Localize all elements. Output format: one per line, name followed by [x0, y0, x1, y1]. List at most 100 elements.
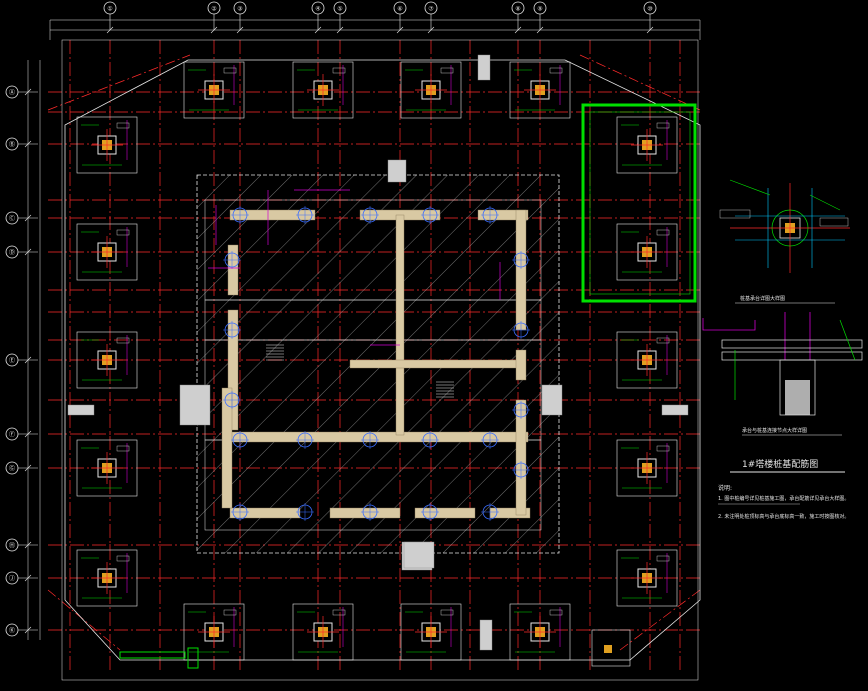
grid-label: ⑦: [428, 6, 434, 13]
pile-cap: [76, 223, 138, 281]
cap-label-box: [656, 337, 670, 344]
detail-title: 桩基承台详图大样图: [740, 295, 785, 302]
grid-bubble: [5, 538, 19, 552]
drawing-frame: [61, 39, 699, 681]
core-wall: [329, 507, 401, 519]
core-wall: [515, 399, 527, 516]
dim-tick: [24, 248, 32, 256]
grid-bubble: [207, 1, 221, 15]
axis-line-diagonal: [47, 589, 121, 651]
pile-cap: [509, 603, 571, 661]
core-wall: [515, 209, 527, 331]
notes-heading: 说明:: [718, 484, 732, 492]
cap-label-box: [223, 67, 237, 74]
cap-outline: [616, 439, 678, 497]
pile-cap: [76, 116, 138, 174]
dim-tick: [24, 88, 32, 96]
cap-outline: [292, 61, 354, 119]
grid-bubble: [5, 211, 19, 225]
cap-label-box: [332, 609, 346, 616]
pile-cap: [616, 439, 678, 497]
dim-tick: [24, 356, 32, 364]
cap-label-box: [656, 229, 670, 236]
edge-step: [403, 541, 435, 569]
cap-outline: [76, 439, 138, 497]
grid-label: Ⓚ: [9, 627, 15, 635]
axis-line-diagonal: [619, 589, 701, 651]
section-title: 承台与桩基连接节点大样详图: [742, 427, 807, 434]
note-line-2: 2. 未注明处桩顶标高与承台底标高一致，施工时按图核对。: [718, 513, 849, 520]
grid-bubble: [424, 1, 438, 15]
cap-label-box: [116, 229, 130, 236]
dim-tick: [24, 214, 32, 222]
pile-cap: [616, 116, 678, 174]
detail-drawings: [702, 179, 863, 505]
cap-outline: [76, 549, 138, 607]
pile-cap: [616, 331, 678, 389]
detail-leader: [809, 194, 841, 211]
cap-outline: [400, 61, 462, 119]
grid-bubble: [5, 571, 19, 585]
dimension-lines: [24, 19, 701, 640]
cap-label-box: [116, 445, 130, 452]
dim-tick: [536, 26, 544, 34]
core-wall: [515, 349, 527, 381]
corner-detail-box: [591, 629, 631, 667]
cap-label-box: [656, 555, 670, 562]
core-wall: [227, 309, 239, 431]
dim-tick: [427, 26, 435, 34]
dim-tick: [236, 26, 244, 34]
grid-bubble: [5, 137, 19, 151]
cap-outline: [183, 61, 245, 119]
note-line-1: 1. 图中桩编号详见桩基施工图，承台配筋详见承台大样图。: [718, 495, 849, 502]
dim-tick: [24, 430, 32, 438]
grid-bubble: [533, 1, 547, 15]
core-wall: [395, 214, 405, 436]
pile-cap: [183, 603, 245, 661]
pile-cap: [76, 331, 138, 389]
cap-label-box: [332, 67, 346, 74]
grid-bubble: [5, 427, 19, 441]
detail-tag: [819, 217, 849, 227]
pile-cap: [76, 439, 138, 497]
grid-label: Ⓗ: [9, 542, 15, 550]
core-wall: [349, 359, 526, 369]
edge-step: [661, 404, 689, 416]
section-pile-fill: [785, 380, 810, 415]
cap-outline: [76, 116, 138, 174]
green-frame-inner: [589, 111, 691, 295]
pile-cap: [616, 549, 678, 607]
cap-label-box: [116, 555, 130, 562]
wall-pier: [179, 384, 211, 426]
pile-cap: [76, 549, 138, 607]
core-wall: [414, 507, 476, 519]
grid-label: Ⓓ: [9, 249, 15, 257]
grid-bubble: [311, 1, 325, 15]
pile-cap: [183, 61, 245, 119]
section-green: [839, 319, 856, 361]
grid-label: ②: [211, 6, 217, 13]
drawing-title: 1#塔楼桩基配筋图: [742, 458, 818, 470]
cap-outline: [616, 116, 678, 174]
grid-label: Ⓔ: [9, 357, 15, 365]
core-tube-area: [179, 159, 563, 571]
wall-pier: [387, 159, 407, 183]
grid-label: ③: [237, 6, 242, 13]
cap-label-box: [549, 67, 563, 74]
cap-outline: [76, 331, 138, 389]
axis-line-diagonal: [47, 54, 191, 111]
cap-label-box: [440, 609, 454, 616]
grid-label: Ⓕ: [9, 431, 15, 439]
cap-outline: [400, 603, 462, 661]
pile-cap: [292, 61, 354, 119]
cap-outline: [183, 603, 245, 661]
dim-tick: [24, 541, 32, 549]
cap-label-box: [116, 122, 130, 129]
cap-outline: [292, 603, 354, 661]
cap-label-box: [656, 122, 670, 129]
green-strip: [119, 651, 186, 659]
dim-tick: [24, 140, 32, 148]
cap-outline: [509, 61, 571, 119]
